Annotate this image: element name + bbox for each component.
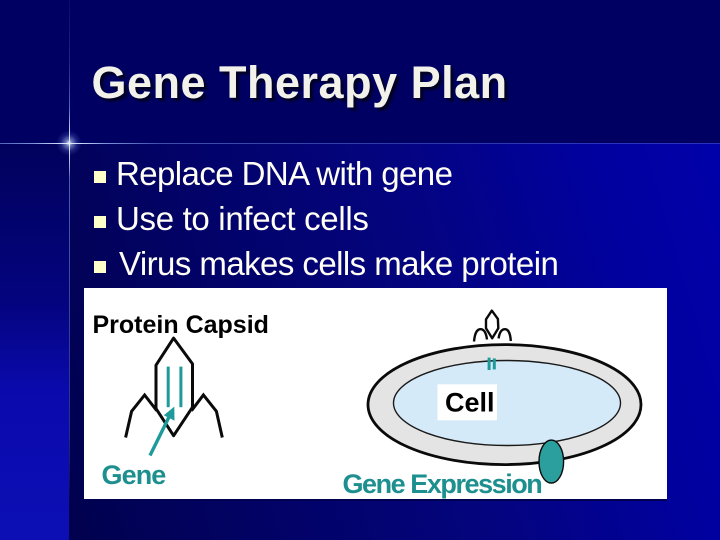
svg-text:Gene: Gene [102,460,167,490]
svg-text:Gene Expression: Gene Expression [343,469,542,499]
svg-text:Cell: Cell [445,388,495,418]
svg-text:Protein Capsid: Protein Capsid [93,311,269,339]
